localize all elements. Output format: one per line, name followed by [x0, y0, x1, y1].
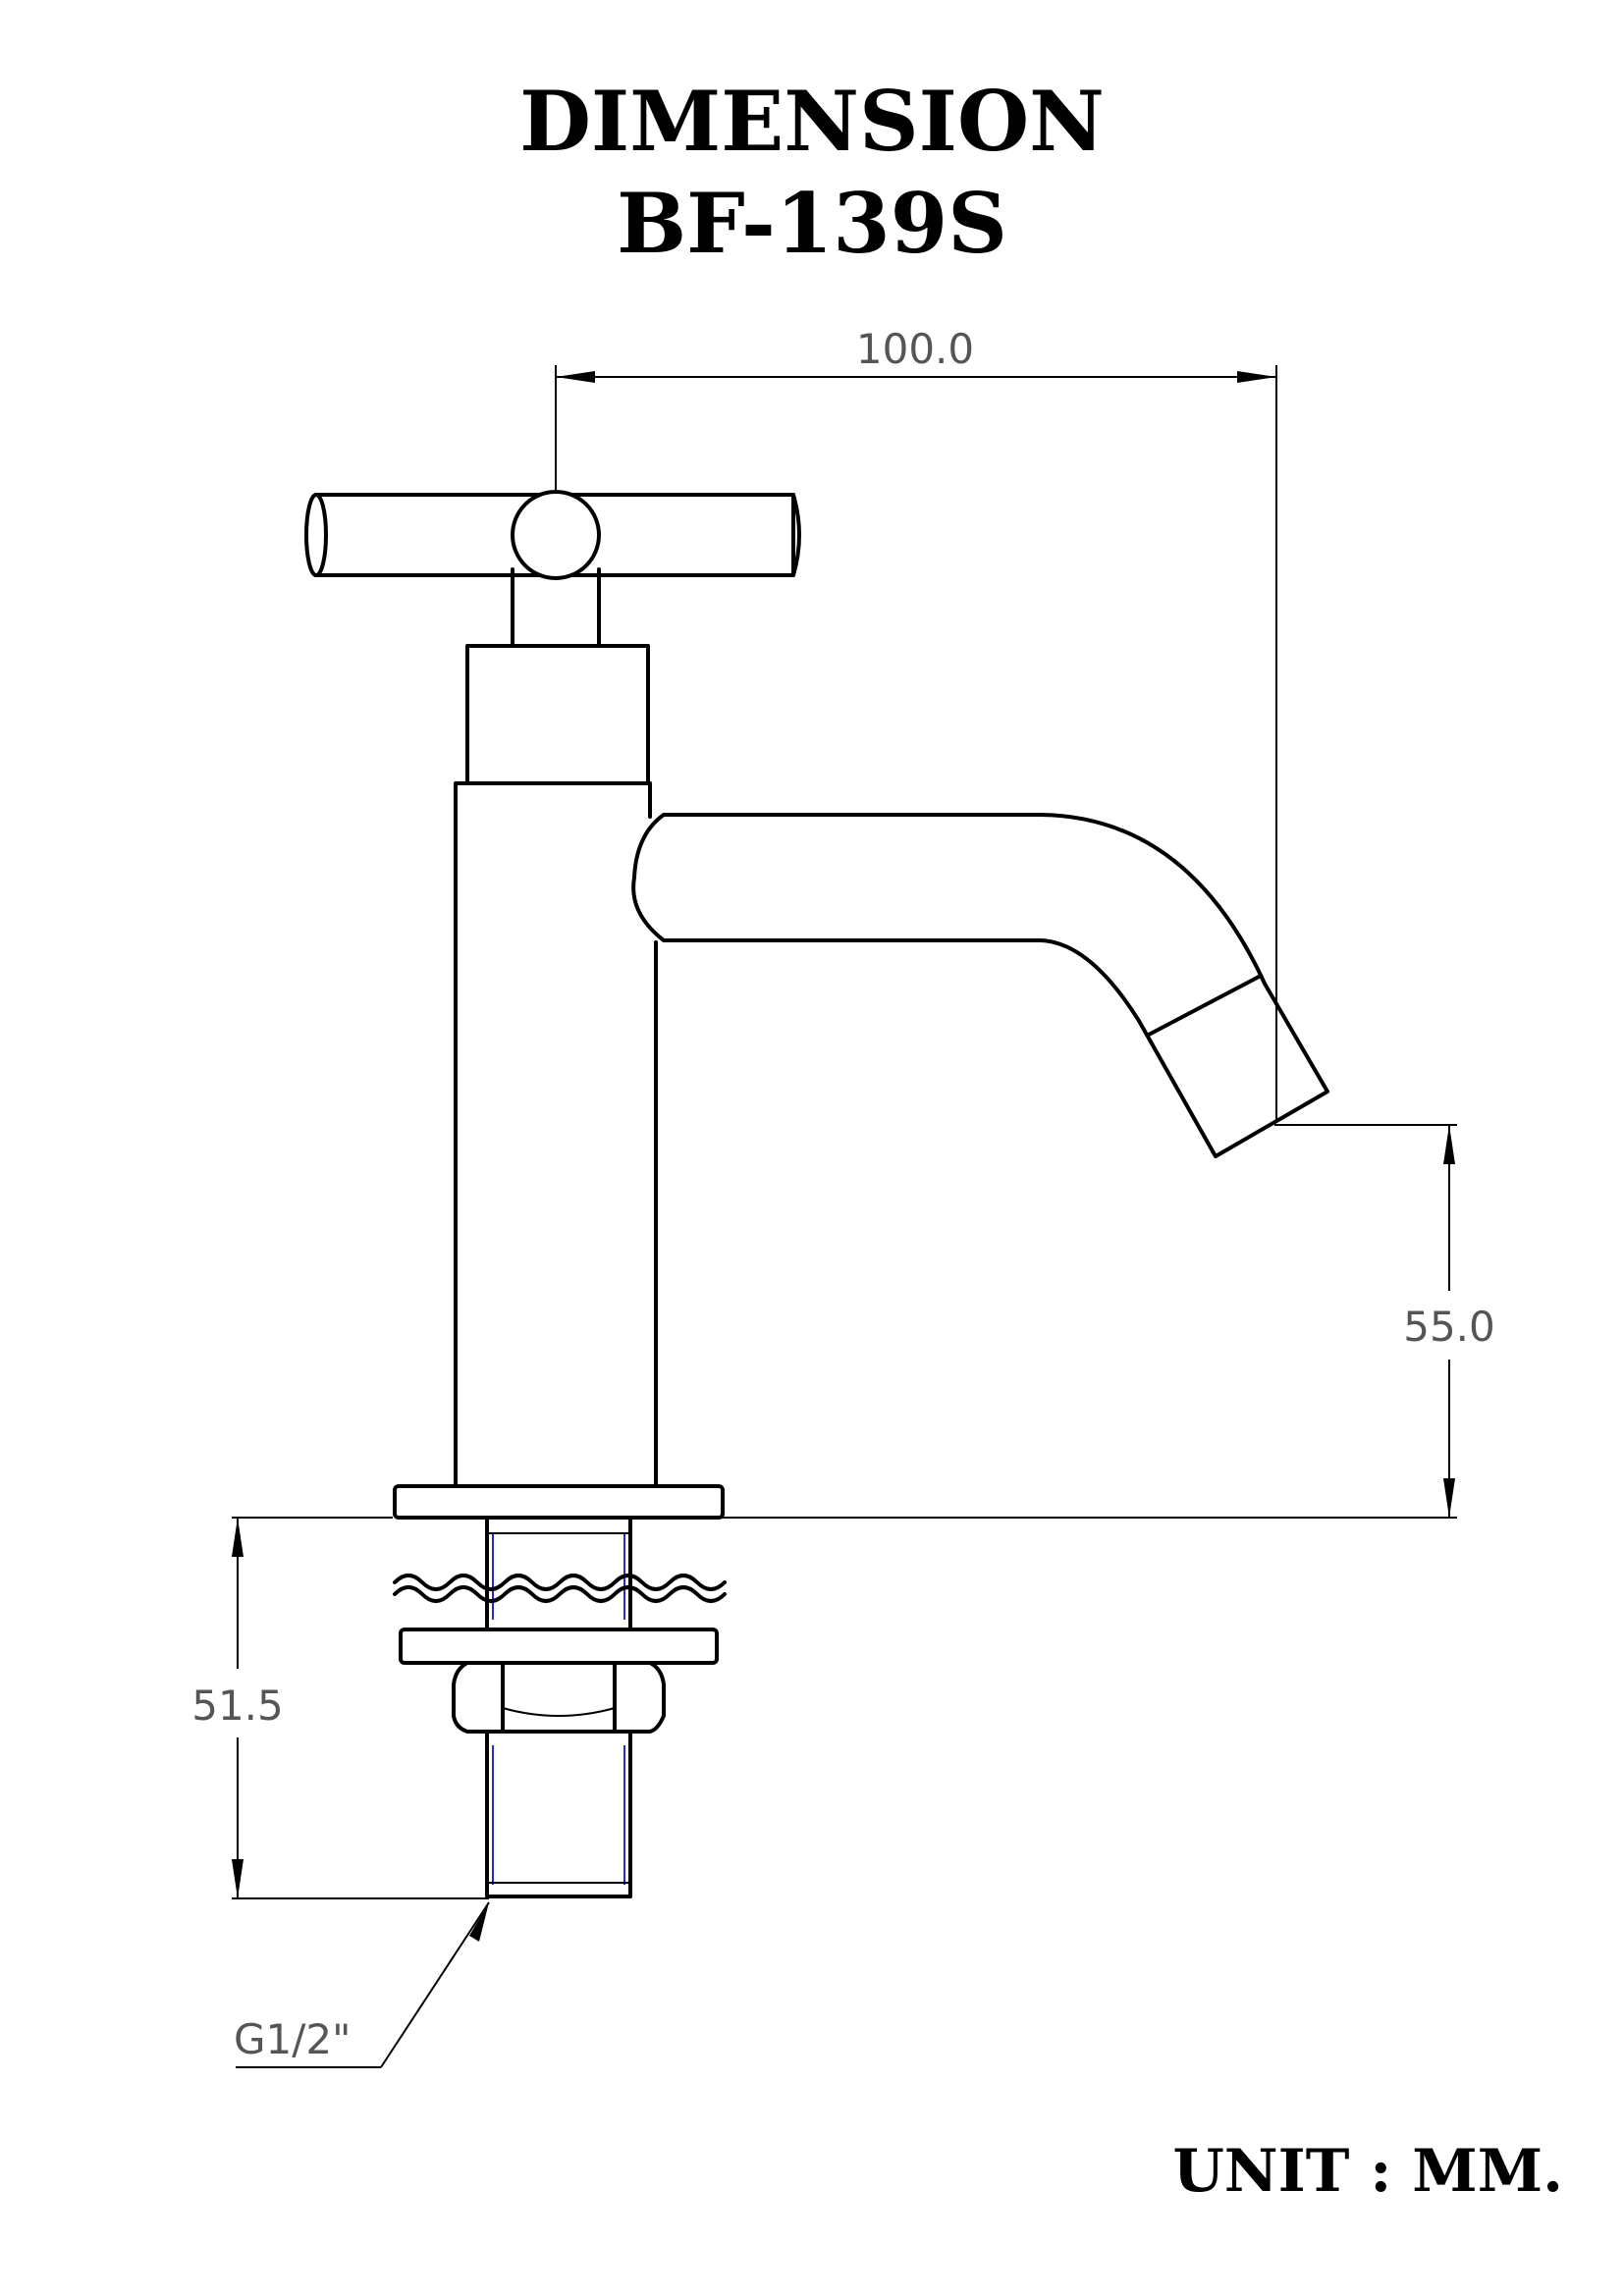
base-flange	[393, 1484, 725, 1520]
dim-height-label: 55.0	[1403, 1303, 1495, 1351]
dim-shank: 51.5	[191, 1517, 489, 1899]
drawing-title: DIMENSION	[519, 73, 1105, 170]
dim-width-label: 100.0	[856, 325, 974, 373]
dim-width: 100.0	[555, 325, 1277, 1121]
dim-shank-label: 51.5	[191, 1682, 284, 1730]
faucet-outline	[304, 490, 1329, 1520]
model-number: BF-139S	[617, 175, 1007, 272]
cross-handle	[304, 490, 801, 648]
mounting-assembly	[393, 1516, 727, 1898]
dim-height: 55.0	[550, 1124, 1495, 1519]
aerator-line	[1147, 974, 1263, 1037]
unit-label: UNIT : MM.	[1172, 2137, 1563, 2206]
body	[454, 781, 658, 1488]
washer	[399, 1628, 719, 1665]
bonnet	[465, 644, 650, 785]
thread-callout: G1/2"	[234, 1901, 490, 2068]
spout	[631, 813, 1329, 1158]
thread-label: G1/2"	[234, 2015, 351, 2063]
lock-nut	[452, 1661, 666, 1734]
